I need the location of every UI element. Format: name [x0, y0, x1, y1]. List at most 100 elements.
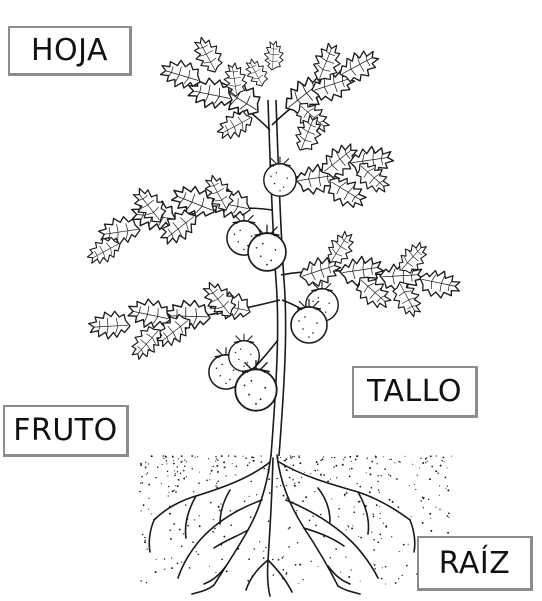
soil-dot — [140, 580, 142, 582]
soil-dot — [216, 458, 217, 459]
soil-dot — [320, 514, 321, 515]
soil-dot — [330, 557, 331, 558]
soil-dot — [180, 461, 182, 463]
soil-dot — [179, 529, 181, 531]
soil-dot — [322, 459, 324, 461]
soil-dot — [177, 562, 179, 564]
soil-dot — [232, 463, 233, 464]
soil-dot — [263, 551, 264, 552]
soil-dot — [310, 561, 311, 562]
soil-dot — [396, 478, 398, 480]
soil-dot — [430, 455, 432, 457]
soil-dot — [217, 480, 219, 482]
soil-dot — [447, 532, 449, 534]
soil-dot — [317, 463, 319, 465]
soil-dot — [147, 549, 148, 550]
soil-dot — [288, 528, 289, 529]
soil-dot — [181, 561, 182, 562]
soil-dot — [144, 541, 146, 543]
soil-dot — [296, 510, 297, 511]
soil-dot — [380, 475, 381, 476]
soil-dot — [173, 523, 175, 525]
soil-dot — [142, 534, 143, 535]
soil-dot — [183, 470, 185, 472]
soil-dot — [283, 556, 284, 557]
soil-dot — [212, 531, 213, 532]
soil-dot — [293, 456, 294, 457]
soil-dot — [309, 520, 311, 522]
soil-dot — [351, 569, 352, 570]
soil-dot — [236, 465, 238, 467]
soil-dot — [376, 504, 378, 506]
soil-dot — [295, 564, 297, 566]
soil-dot — [344, 493, 346, 495]
soil-dot — [392, 501, 394, 503]
soil-dot — [294, 485, 296, 487]
soil-dot — [342, 464, 344, 466]
soil-dot — [186, 461, 187, 462]
soil-dot — [335, 548, 337, 550]
soil-dot — [385, 566, 387, 568]
soil-dot — [268, 520, 270, 522]
soil-dot — [430, 518, 431, 519]
soil-dot — [180, 472, 182, 474]
soil-dot — [213, 519, 214, 520]
soil-dot — [156, 559, 157, 560]
soil-dot — [444, 461, 445, 462]
soil-dot — [155, 571, 157, 573]
soil-dot — [253, 460, 255, 462]
soil-dot — [355, 459, 357, 461]
soil-dot — [259, 541, 260, 542]
soil-dot — [357, 483, 358, 484]
soil-dot — [213, 466, 214, 467]
soil-dot — [146, 582, 147, 583]
soil-dot — [175, 473, 176, 474]
soil-dot — [283, 495, 285, 497]
soil-dot — [256, 494, 257, 495]
soil-dot — [299, 462, 301, 464]
soil-dot — [435, 470, 437, 472]
soil-dot — [140, 463, 142, 465]
soil-dot — [347, 525, 348, 526]
soil-dot — [171, 557, 172, 558]
soil-dot — [226, 570, 228, 572]
soil-dot — [209, 566, 210, 567]
soil-dot — [228, 455, 229, 456]
soil-dot — [178, 458, 179, 459]
soil-dot — [184, 465, 186, 467]
soil-dot — [173, 460, 174, 461]
label-raiz-text: RAÍZ — [439, 546, 511, 581]
soil-dot — [425, 458, 427, 460]
soil-dot — [289, 527, 291, 529]
soil-dot — [398, 461, 399, 462]
soil-dot — [216, 482, 217, 483]
soil-dot — [175, 485, 176, 486]
soil-dot — [345, 556, 346, 557]
soil-dot — [168, 495, 169, 496]
soil-dot — [143, 504, 145, 506]
soil-dot — [448, 517, 449, 518]
soil-dot — [244, 501, 246, 503]
soil-dot — [292, 479, 293, 480]
soil-dot — [371, 461, 373, 463]
soil-dot — [151, 513, 152, 514]
soil-dot — [162, 464, 163, 465]
soil-dot — [395, 582, 397, 584]
soil-dot — [254, 548, 256, 550]
soil-dot — [408, 544, 409, 545]
soil-dot — [354, 507, 355, 508]
soil-dot — [442, 457, 444, 459]
soil-dot — [141, 510, 142, 511]
soil-dot — [166, 463, 167, 464]
soil-dot — [155, 477, 156, 478]
soil-dot — [236, 456, 237, 457]
soil-dot — [145, 466, 147, 468]
soil-dot — [148, 498, 149, 499]
soil-dot — [382, 567, 383, 568]
soil-dot — [261, 461, 263, 463]
soil-dot — [399, 551, 400, 552]
soil-dot — [174, 475, 176, 477]
soil-dot — [351, 527, 353, 529]
soil-dot — [191, 455, 193, 457]
